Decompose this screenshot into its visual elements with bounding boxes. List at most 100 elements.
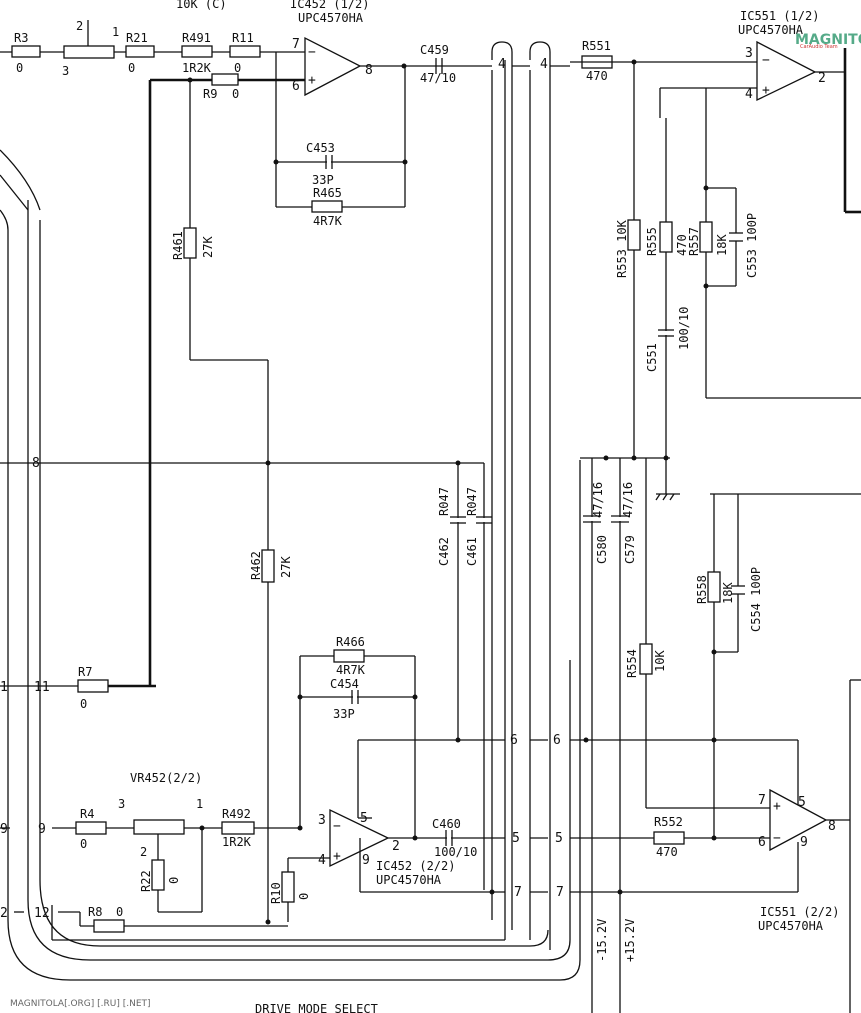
r4-ref: R4 [80, 807, 94, 821]
capacitor-c580 [584, 517, 600, 521]
pin-6-top: 6 [292, 79, 300, 94]
r10-ref: R10 [269, 882, 283, 904]
resistor-r554 [639, 643, 653, 675]
pin-6-left: 6 [510, 733, 518, 748]
resistor-r491 [181, 45, 213, 58]
r8-val: 0 [116, 905, 123, 919]
resistor-r9 [211, 73, 239, 86]
pin-9-ic551b: 9 [800, 835, 808, 850]
rail-neg: -15.2V [595, 919, 609, 962]
capacitor-c551 [659, 331, 673, 335]
r3-val: 0 [16, 61, 23, 75]
r21-val: 0 [128, 61, 135, 75]
resistor-r3 [11, 45, 41, 58]
pin-4-right: 4 [540, 57, 548, 72]
opamp-ic551-a [756, 40, 817, 102]
pin-7-top: 7 [292, 37, 300, 52]
svg-text:−: − [762, 53, 770, 68]
r553-label: R553 10K [615, 219, 629, 278]
r462-val: 27K [279, 556, 293, 578]
resistor-r10 [281, 871, 295, 903]
opamp-ic551-b [769, 788, 828, 852]
r22-val: 0 [167, 877, 181, 884]
resistor-r553 [627, 219, 641, 251]
c454-ref: C454 [330, 677, 359, 691]
r465-ref: R465 [313, 186, 342, 200]
c461-val: R047 [465, 487, 479, 516]
pin-5-left: 5 [512, 831, 520, 846]
svg-text:−: − [333, 819, 341, 834]
rail-pos: +15.2V [623, 919, 637, 962]
pin-3-bot: 3 [318, 813, 326, 828]
pin-12-left: 12 [34, 906, 50, 921]
ic551b-part: UPC4570HA [758, 919, 824, 933]
c460-val: 100/10 [434, 845, 477, 859]
r4-val: 0 [80, 837, 87, 851]
svg-text:1: 1 [0, 680, 8, 695]
c580-ref: C580 [595, 535, 609, 564]
pin-7-ic551b: 7 [758, 793, 766, 808]
resistor-r11 [229, 45, 261, 58]
c579-ref: C579 [623, 535, 637, 564]
c551-ref: C551 [645, 343, 659, 372]
r491-val: 1R2K [182, 61, 212, 75]
c459-val: 47/10 [420, 71, 456, 85]
pin-8-ic551b: 8 [828, 819, 836, 834]
r554-ref: R554 [625, 649, 639, 678]
r461-ref: R461 [171, 231, 185, 260]
capacitor-c460 [447, 831, 451, 845]
pin-3-top: 3 [62, 64, 69, 78]
capacitor-c462 [451, 518, 465, 522]
r557-val: 18K [715, 234, 729, 256]
resistor-r8 [93, 919, 125, 933]
pin-4-left: 4 [498, 57, 506, 72]
pin-2-top: 2 [76, 19, 83, 33]
opamp-ic452-b [329, 808, 390, 868]
bottom-text: DRIVE MODE SELECT [255, 1002, 378, 1013]
r554-val: 10K [653, 650, 667, 672]
pin-1-vr: 1 [196, 797, 203, 811]
r551-val: 470 [586, 69, 608, 83]
r465-val: 4R7K [313, 214, 343, 228]
capacitor-c453 [327, 156, 331, 168]
vr452-ref: VR452(2/2) [130, 771, 202, 785]
logo-text: MAGNITOLA [795, 32, 861, 48]
resistor-r557 [699, 221, 713, 253]
c453-ref: C453 [306, 141, 335, 155]
r9-ref: R9 [203, 87, 217, 101]
pin-2-bot: 2 [392, 839, 400, 854]
r7-val: 0 [80, 697, 87, 711]
r555-ref: R555 [645, 227, 659, 256]
svg-text:+: + [773, 799, 781, 814]
r466-ref: R466 [336, 635, 365, 649]
resistor-r558 [707, 571, 721, 603]
opamp-ic452-a [304, 36, 362, 97]
r555-val: 470 [675, 234, 689, 256]
resistor-r21 [125, 45, 155, 58]
pin-11-left: 11 [34, 680, 50, 695]
r558-val: 18K [721, 582, 735, 604]
r558-ref: R558 [695, 575, 709, 604]
r21-ref: R21 [126, 31, 148, 45]
c460-ref: C460 [432, 817, 461, 831]
pin-7-right: 7 [556, 885, 564, 900]
c553-label: C553 100P [745, 213, 759, 278]
capacitor-c461 [477, 518, 491, 522]
resistor-r7 [77, 679, 109, 693]
watermark: MAGNITOLA[.ORG] [.RU] [.NET] [10, 999, 151, 1009]
c454-val: 33P [333, 707, 355, 721]
capacitor-c454 [353, 691, 357, 703]
r492-val: 1R2K [222, 835, 252, 849]
pin-2-ic551a: 2 [818, 71, 826, 86]
potentiometer-top [63, 45, 115, 59]
r10-val: 0 [297, 893, 311, 900]
r462-ref: R462 [249, 551, 263, 580]
pin-5-ic551b: 5 [798, 795, 806, 810]
r491-ref: R491 [182, 31, 211, 45]
r11-val: 0 [234, 61, 241, 75]
resistor-r552 [653, 831, 685, 845]
r7-ref: R7 [78, 665, 92, 679]
r9-val: 0 [232, 87, 239, 101]
r492-ref: R492 [222, 807, 251, 821]
